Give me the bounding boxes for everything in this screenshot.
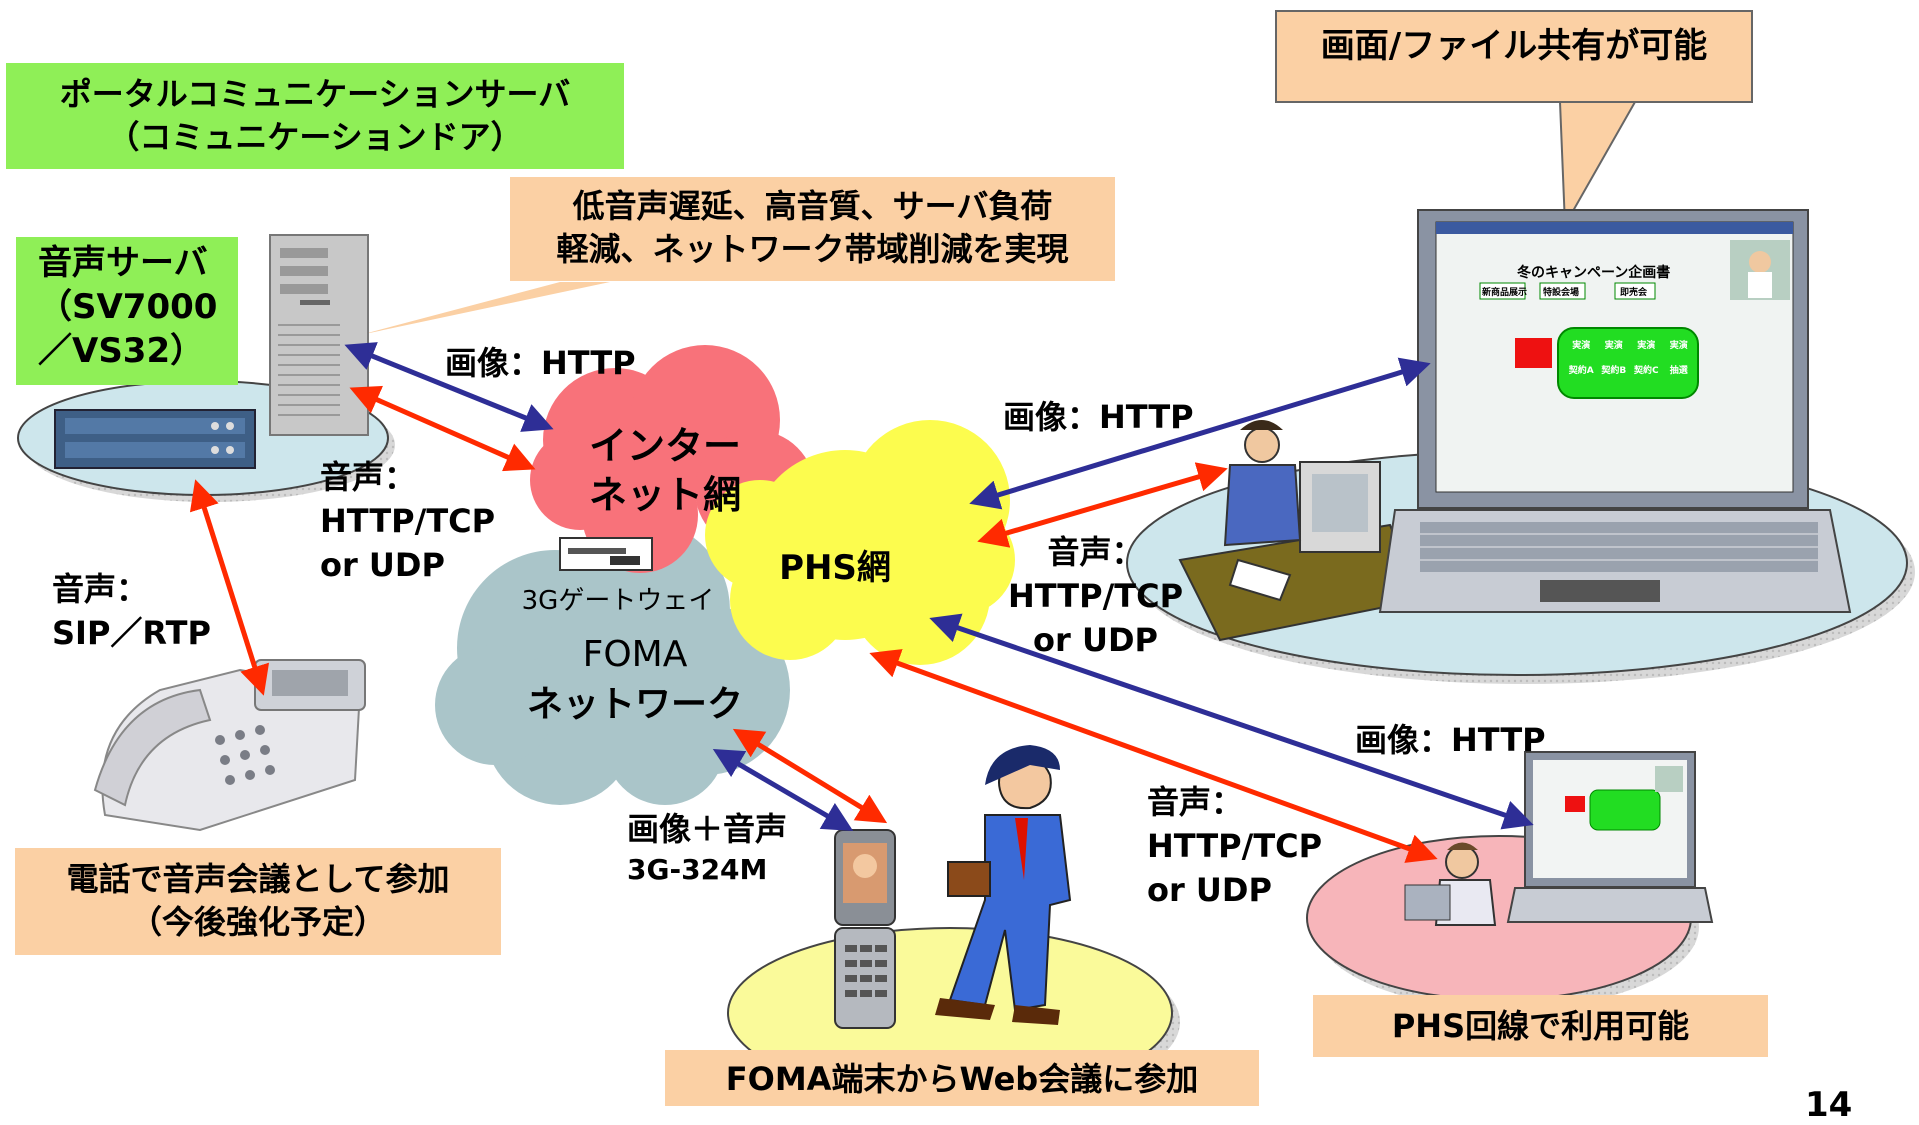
voice-tcp-phs-line-2: HTTP/TCP [1147, 827, 1323, 866]
small-laptop-image [1506, 751, 1714, 923]
laptop-cell-2: 実演 [1604, 341, 1623, 351]
voice-server-title: 音声サーバ [38, 243, 208, 283]
large-laptop-image [1378, 209, 1852, 613]
gateway-label: 3Gゲートウェイ [508, 580, 728, 617]
phone-conference-line-2: （今後強化予定） [129, 903, 386, 942]
laptop-screen-tag-1: 新商品展示 [1482, 288, 1528, 298]
voice-tcp-server-line-2: HTTP/TCP [320, 502, 496, 541]
latency-callout-tail [360, 282, 610, 335]
laptop-cell-1: 実演 [1572, 341, 1591, 351]
image-voice-3g-line-2: 3G-324M [627, 853, 768, 887]
voice-sip-label: 音声： SIP／RTP [52, 567, 211, 655]
foma-web-text: FOMA端末からWeb会議に参加 [725, 1060, 1199, 1098]
screen-share-callout-tail [1558, 101, 1637, 229]
internet-cloud-label: インター ネット網 [570, 422, 760, 521]
image-voice-3g-label: 画像＋音声 3G-324M [627, 807, 787, 890]
image-voice-3g-line-1: 画像＋音声 [627, 810, 788, 848]
voice-sip-line-1: 音声： [52, 570, 149, 608]
voice-server-callout: 音声サーバ （SV7000 ／VS32） [16, 237, 238, 385]
voice-sip-line-2: SIP／RTP [52, 614, 211, 653]
screen-share-callout: 画面/ファイル共有が可能 [1275, 10, 1753, 103]
voice-tcp-office-line-2: HTTP/TCP [1007, 577, 1184, 616]
arrow-voice-phs-user [869, 649, 1438, 863]
foma-phone-image [834, 829, 896, 1029]
tower-server-image [269, 234, 369, 436]
laptop-cell-7: 契約C [1633, 366, 1659, 376]
voice-server-model-2: ／VS32） [38, 331, 205, 372]
phone-conference-line-1: 電話で音声会議として参加 [66, 860, 450, 898]
image-http-label-office: 画像：HTTP [1003, 398, 1194, 436]
portal-server-callout: ポータルコミュニケーションサーバ （コミュニケーションドア） [6, 63, 624, 169]
phone-conference-callout: 電話で音声会議として参加 （今後強化予定） [15, 848, 501, 955]
foma-cloud [435, 520, 790, 805]
page-number: 14 [1805, 1085, 1853, 1125]
image-http-label-server: 画像：HTTP [445, 344, 636, 382]
voice-tcp-office-line-3: or UDP [1033, 621, 1158, 660]
internet-cloud-line-2: ネット網 [588, 473, 741, 518]
phs-cloud-text: PHS網 [779, 548, 891, 588]
laptop-cell-8: 抽選 [1669, 366, 1688, 376]
voice-tcp-server-line-1: 音声： [320, 458, 417, 496]
laptop-cell-5: 契約A [1568, 366, 1594, 376]
3g-gateway-device [559, 537, 653, 571]
desk-phone-image [93, 659, 366, 832]
voice-tcp-label-phs: 音声： HTTP/TCP or UDP [1147, 780, 1322, 912]
foma-web-callout: FOMA端末からWeb会議に参加 [665, 1050, 1259, 1106]
low-latency-callout: 低音声遅延、高音質、サーバ負荷 軽減、ネットワーク帯域削減を実現 [510, 177, 1115, 281]
arrow-voice-foma [732, 728, 888, 824]
voice-tcp-phs-line-3: or UDP [1147, 871, 1272, 910]
gateway-text: 3Gゲートウェイ [521, 586, 715, 616]
laptop-screen-title: 冬のキャンペーン企画書 [1517, 265, 1671, 281]
portal-server-subtitle: （コミュニケーションドア） [107, 118, 523, 157]
voice-tcp-label-office: 音声： HTTP/TCP or UDP [993, 530, 1198, 662]
foma-cloud-line-2: ネットワーク [526, 684, 743, 726]
screen-share-text: 画面/ファイル共有が可能 [1320, 26, 1708, 66]
phs-line-callout: PHS回線で利用可能 [1313, 995, 1768, 1057]
internet-cloud-line-1: インター [588, 424, 741, 468]
phs-line-text: PHS回線で利用可能 [1391, 1007, 1690, 1045]
foma-cloud-line-1: FOMA [582, 634, 688, 675]
voice-server-model-1: （SV7000 [38, 287, 218, 328]
voice-tcp-label-server: 音声： HTTP/TCP or UDP [320, 455, 495, 587]
low-latency-line-2: 軽減、ネットワーク帯域削減を実現 [556, 230, 1069, 269]
voice-tcp-server-line-3: or UDP [320, 546, 445, 585]
laptop-cell-4: 実演 [1669, 341, 1688, 351]
laptop-screen-tag-3: 即売会 [1620, 288, 1648, 298]
laptop-cell-6: 契約B [1601, 366, 1627, 376]
laptop-screen-grid: 実演 実演 実演 実演 契約A 契約B 契約C 抽選 [1565, 338, 1695, 376]
arrow-voice-server-internet [349, 385, 536, 472]
voice-tcp-phs-line-1: 音声： [1147, 783, 1244, 821]
laptop-cell-3: 実演 [1637, 341, 1656, 351]
phs-user-image [1404, 842, 1497, 926]
image-http-label-phs: 画像：HTTP [1355, 721, 1546, 759]
portal-server-title: ポータルコミュニケーションサーバ [59, 75, 571, 113]
rack-server-image [54, 409, 256, 469]
phs-cloud-label: PHS網 [760, 540, 910, 589]
foma-cloud-label: FOMA ネットワーク [505, 630, 765, 731]
laptop-screen-tag-2: 特設会場 [1543, 288, 1580, 298]
voice-tcp-office-line-1: 音声： [1047, 533, 1144, 571]
arrow-voice-sip [189, 479, 270, 696]
low-latency-line-1: 低音声遅延、高音質、サーバ負荷 [572, 187, 1053, 225]
arrow-voice-office [977, 462, 1228, 548]
